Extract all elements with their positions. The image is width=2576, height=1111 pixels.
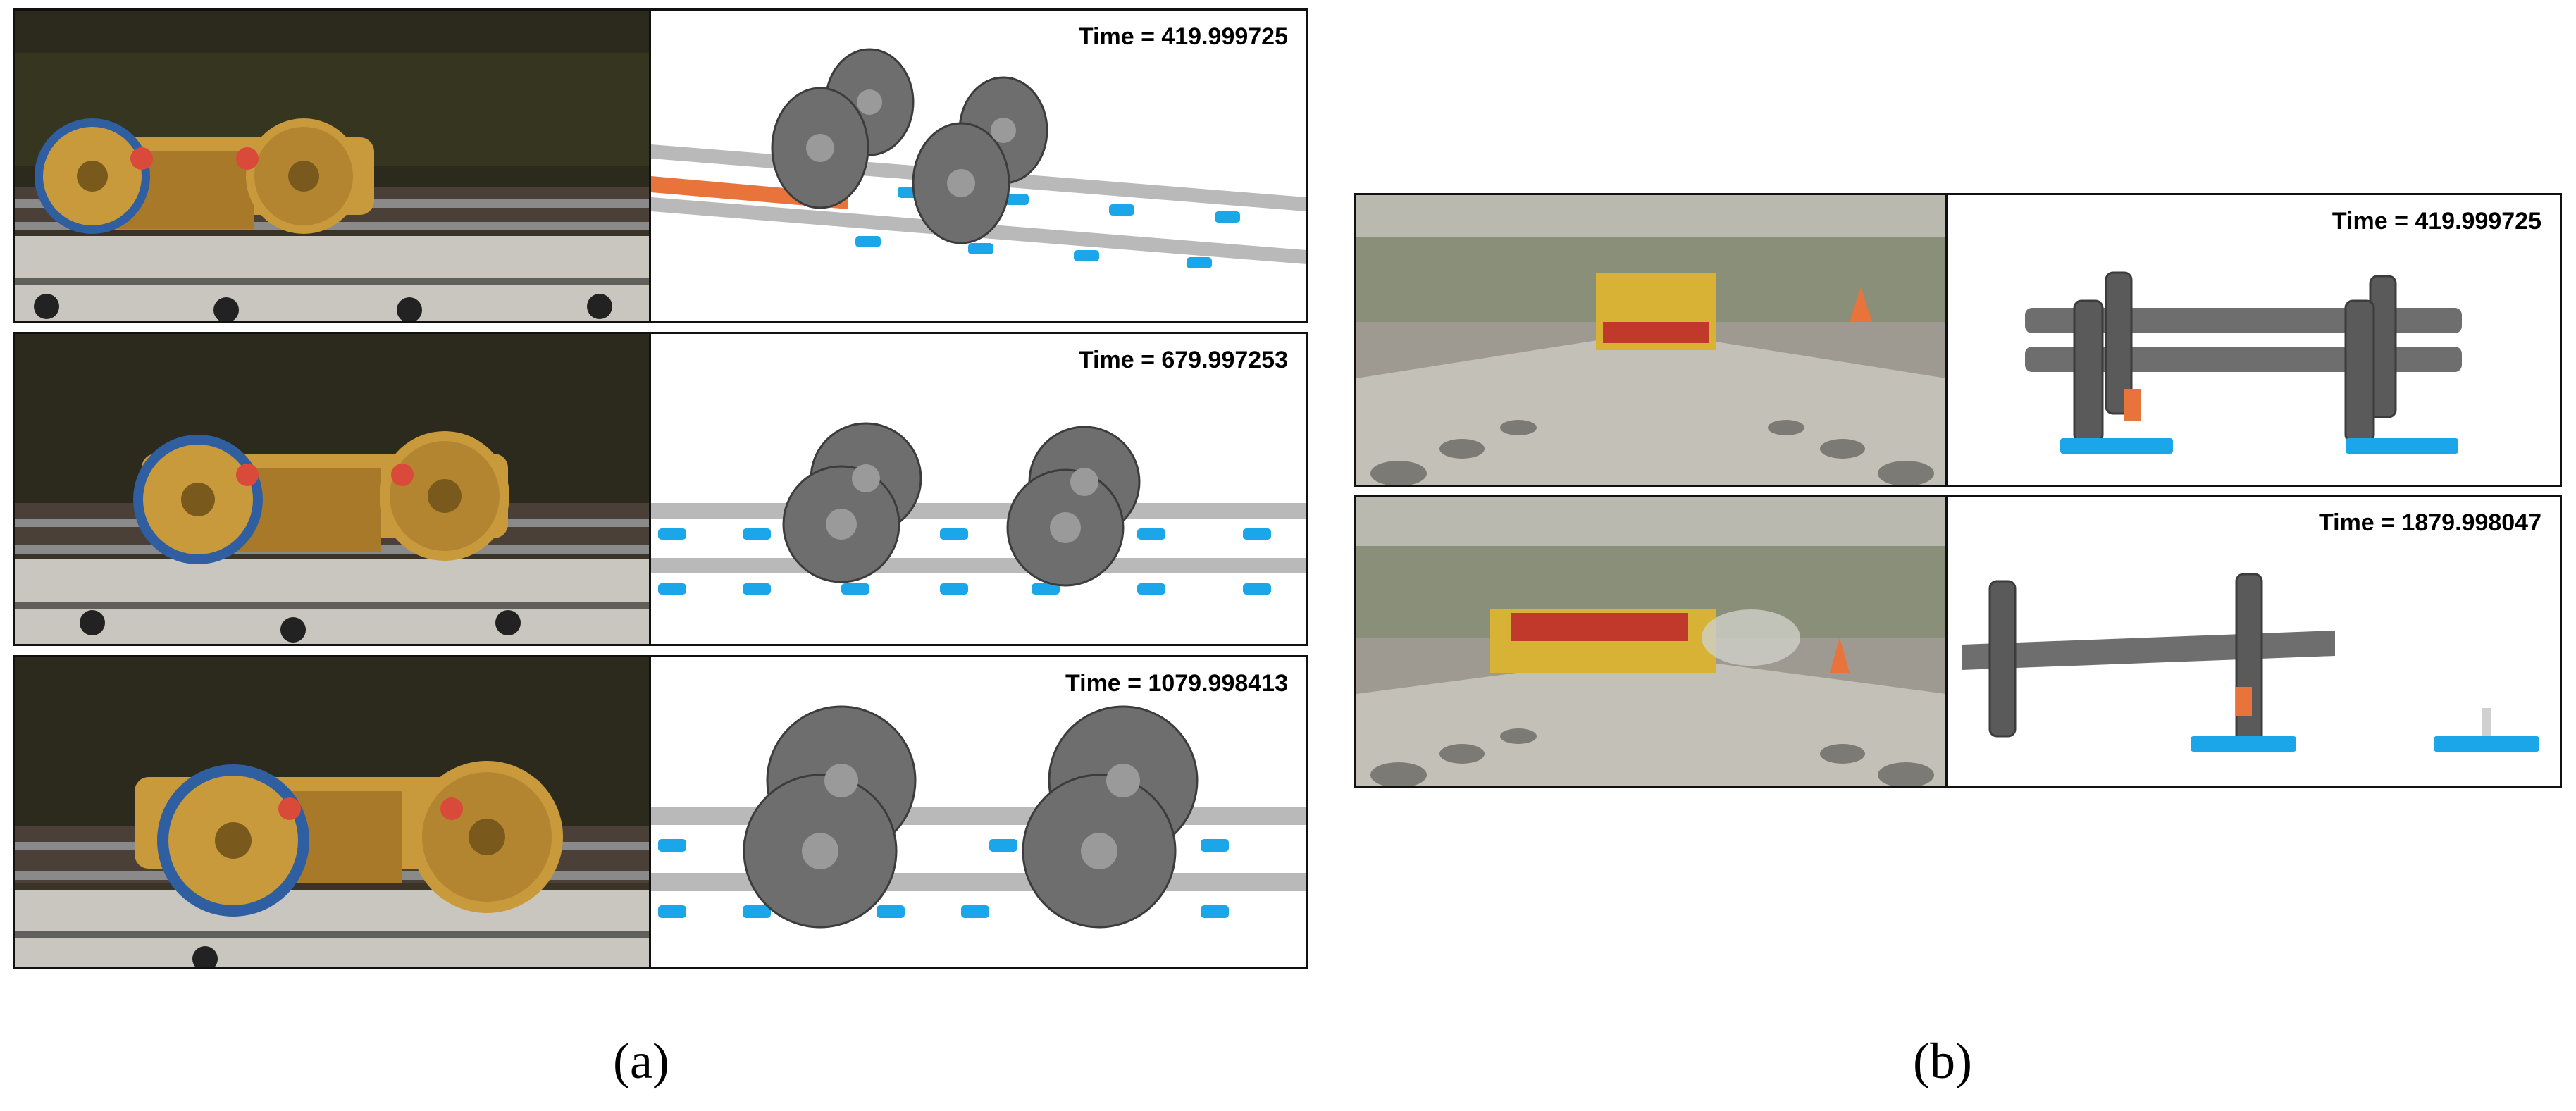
panel-a-caption: (a) xyxy=(613,1033,669,1089)
wheelset-simulation-front-icon xyxy=(2025,271,2462,454)
panel-a-row1-simulation: Time = 419.999725 xyxy=(649,8,1308,323)
time-label: Time = 419.999725 xyxy=(2332,208,2541,235)
bogie-side-view-photo-icon xyxy=(15,334,649,644)
panel-a-row3-simulation: Time = 1079.998413 xyxy=(649,655,1308,969)
panel-b-row1-photo xyxy=(1354,193,1948,487)
panel-a-row2-simulation: Time = 679.997253 xyxy=(649,332,1308,646)
time-label: Time = 419.999725 xyxy=(1078,23,1288,50)
bogie-side-view-photo-icon xyxy=(15,657,649,967)
bogie-side-view-photo-icon xyxy=(15,11,649,321)
time-label: Time = 679.997253 xyxy=(1078,347,1288,373)
time-label: Time = 1079.998413 xyxy=(1065,670,1288,697)
panel-a-row1-photo xyxy=(13,8,651,323)
wheelset-simulation-oblique-icon xyxy=(651,48,1306,268)
panel-a-row2-photo xyxy=(13,332,651,646)
bogie-front-view-photo-icon xyxy=(1356,195,1946,485)
wheelset-simulation-oblique-icon xyxy=(651,705,1306,929)
time-label: Time = 1879.998047 xyxy=(2318,509,2541,536)
bogie-front-view-photo-icon xyxy=(1356,497,1946,786)
panel-b-row2-simulation: Time = 1879.998047 xyxy=(1945,495,2562,788)
panel-b-row2-photo xyxy=(1354,495,1948,788)
wheelset-simulation-oblique-icon xyxy=(651,422,1306,595)
panel-a-row3-photo xyxy=(13,655,651,969)
wheelset-simulation-front-icon xyxy=(1962,573,2539,752)
panel-b-row1-simulation: Time = 419.999725 xyxy=(1945,193,2562,487)
panel-b-caption: (b) xyxy=(1913,1033,1972,1089)
